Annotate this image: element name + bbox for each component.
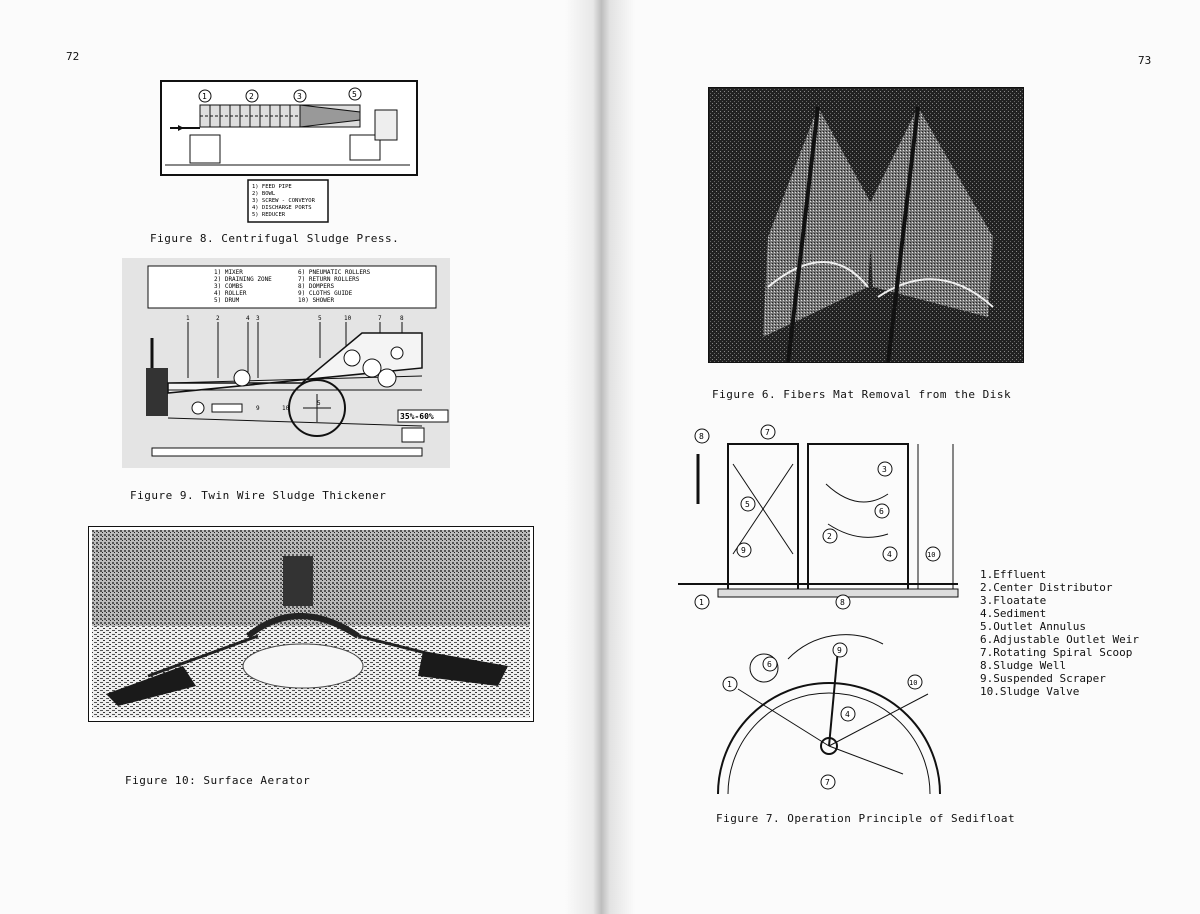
fig7-legend-item: 9.Suspended Scraper: [980, 672, 1106, 685]
fig7-legend-item: 7.Rotating Spiral Scoop: [980, 646, 1133, 659]
fig7-plan-callout: 7: [825, 778, 830, 787]
figure-10-surface-aerator-photo: [88, 526, 534, 722]
figure-6-caption: Figure 6. Fibers Mat Removal from the Di…: [712, 388, 1012, 401]
fig8-legend-2: 2) BOWL: [252, 191, 276, 197]
fig7-section-callout: 2: [827, 532, 832, 541]
left-page: 72 1 2 3 5: [66, 50, 534, 787]
fig8-legend-4: 4) DISCHARGE PORTS: [252, 205, 312, 211]
fig9-callout: 10: [344, 315, 352, 322]
fig9-legend-10: 10) SHOWER: [298, 297, 335, 304]
fig9-legend-4: 4) ROLLER: [214, 290, 247, 297]
fig7-section-callout: 10: [927, 551, 935, 559]
fig7-legend-item: 3.Floatate: [980, 594, 1047, 607]
fig7-plan-callout: 9: [837, 646, 842, 655]
fig7-plan-callout: 10: [909, 679, 917, 687]
fig9-callout: 3: [256, 315, 260, 322]
figure-10-caption: Figure 10: Surface Aerator: [125, 774, 311, 787]
fig9-callout: 5: [318, 315, 322, 322]
fig7-section-callout: 8: [840, 598, 845, 607]
page-number-left: 72: [66, 50, 80, 63]
fig9-callout: 10: [282, 405, 290, 412]
fig7-section-callout: 8: [699, 432, 704, 441]
fig7-legend-item: 10.Sludge Valve: [980, 685, 1080, 698]
fig7-legend-item: 4.Sediment: [980, 607, 1047, 620]
book-gutter: [565, 0, 635, 914]
fig9-callout: 2: [216, 315, 220, 322]
fig8-legend-5: 5) REDUCER: [252, 212, 286, 218]
fig8-callout-1: 1: [202, 92, 207, 101]
figure-7-sedifloat-diagram: 8 7 3 6 5 9 2 4 10 1 8 6 9: [678, 424, 959, 795]
fig7-legend-item: 1.Effluent: [980, 568, 1047, 581]
fig7-legend-item: 8.Sludge Well: [980, 659, 1067, 672]
fig7-legend-item: 5.Outlet Annulus: [980, 620, 1086, 633]
fig7-section-callout: 1: [699, 598, 704, 607]
fig9-callout: 8: [400, 315, 404, 322]
fig9-callout: 7: [378, 315, 382, 322]
figure-9-twin-wire-thickener: 1) MIXER 2) DRAINING ZONE 3) COMBS 4) RO…: [122, 258, 450, 468]
fig9-legend-9: 9) CLOTHS GUIDE: [298, 290, 353, 297]
fig9-legend-3: 3) COMBS: [214, 283, 243, 290]
page-number-right: 73: [1138, 54, 1152, 67]
fig9-callout: 9: [256, 405, 260, 412]
fig9-legend-5: 5) DRUM: [214, 297, 240, 304]
fig7-section-callout: 3: [882, 465, 887, 474]
fig7-section-callout: 7: [765, 428, 770, 437]
figure-7-caption: Figure 7. Operation Principle of Sediflo…: [716, 812, 1016, 825]
fig9-legend-6: 6) PNEUMATIC ROLLERS: [298, 269, 371, 276]
fig7-section-callout: 9: [741, 546, 746, 555]
fig8-legend-1: 1) FEED PIPE: [252, 184, 292, 190]
fig9-callout: 5: [317, 400, 321, 407]
fig8-legend-3: 3) SCREW - CONVEYOR: [252, 198, 316, 204]
fig9-solids-label: 35%-60%: [400, 412, 434, 421]
fig8-callout-5: 5: [352, 90, 357, 99]
fig9-legend-2: 2) DRAINING ZONE: [214, 276, 272, 283]
fig9-legend-8: 8) DOMPERS: [298, 283, 335, 290]
fig7-legend-item: 6.Adjustable Outlet Weir: [980, 633, 1139, 646]
fig9-callout: 1: [186, 315, 190, 322]
fig9-legend-7: 7) RETURN ROLLERS: [298, 276, 360, 283]
figure-9-caption: Figure 9. Twin Wire Sludge Thickener: [130, 489, 387, 502]
figure-7-legend: 1.Effluent 2.Center Distributor 3.Floata…: [980, 568, 1139, 698]
figure-8-caption: Figure 8. Centrifugal Sludge Press.: [150, 232, 400, 245]
fig7-plan-callout: 6: [767, 660, 772, 669]
fig9-legend-1: 1) MIXER: [214, 269, 243, 276]
fig7-plan-callout: 1: [727, 680, 732, 689]
fig8-callout-2: 2: [249, 92, 254, 101]
fig7-plan-callout: 4: [845, 710, 850, 719]
fig7-section-callout: 4: [887, 550, 892, 559]
right-page: 73 Figure 6. Fibers Mat Removal from the…: [600, 0, 1200, 914]
fig7-section-callout: 6: [879, 507, 884, 516]
fig7-section-callout: 5: [745, 500, 750, 509]
fig7-legend-item: 2.Center Distributor: [980, 581, 1113, 594]
fig9-callout: 4: [246, 315, 250, 322]
figure-6-fibers-mat-photo: [708, 87, 1024, 363]
fig8-callout-3: 3: [297, 92, 302, 101]
figure-8-centrifugal-press: 1 2 3 5 1) FEED PIPE 2) BOWL 3) SCREW - …: [160, 80, 418, 223]
